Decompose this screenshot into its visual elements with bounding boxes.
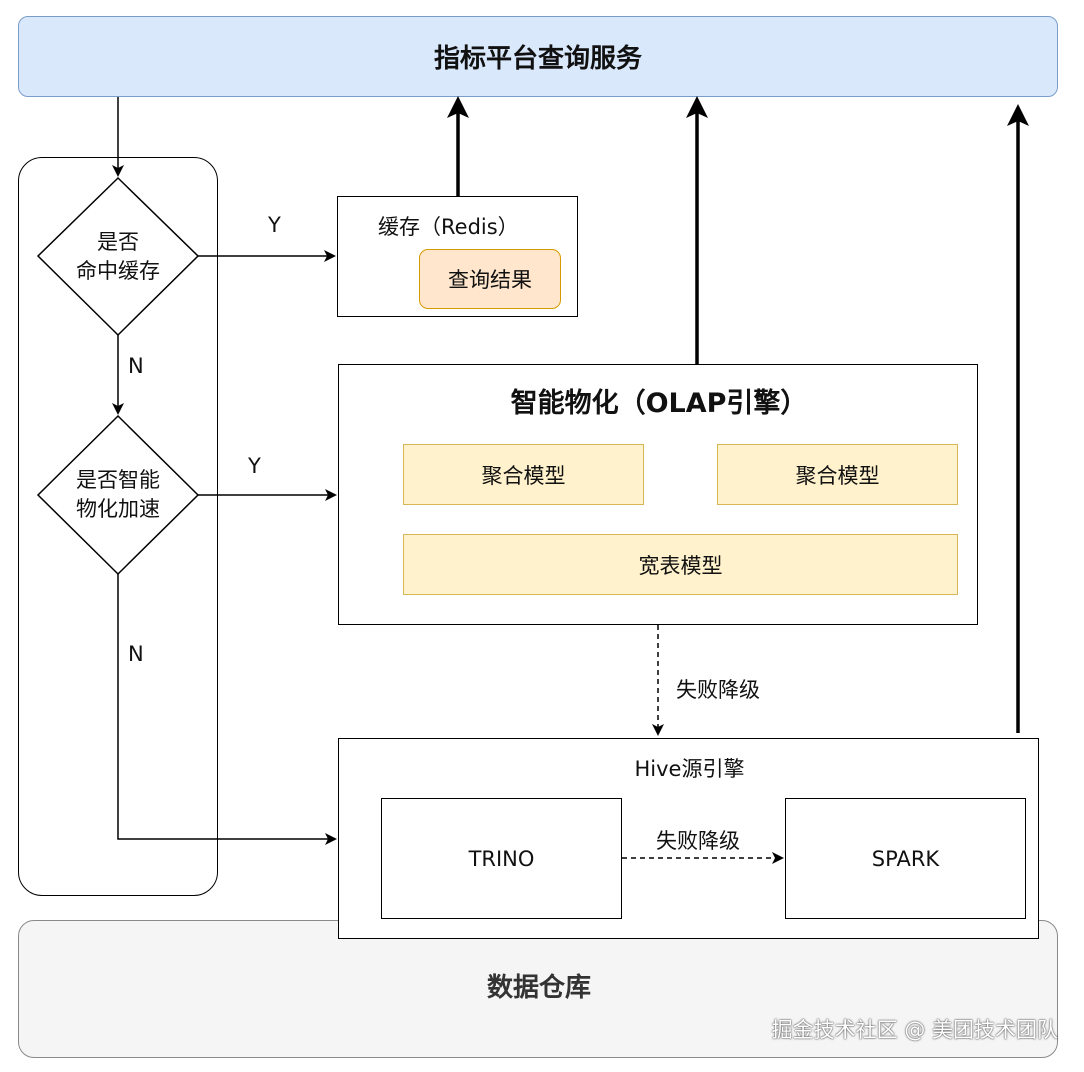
hive-title: Hive源引擎 bbox=[634, 757, 745, 781]
olap-fallback-label: 失败降级 bbox=[676, 678, 760, 702]
query-service-bar: 指标平台查询服务 bbox=[18, 16, 1058, 97]
spark-box: SPARK bbox=[785, 798, 1026, 919]
aggregate-model-box: 聚合模型 bbox=[403, 444, 644, 505]
olap-decision-line1: 是否智能 bbox=[76, 468, 160, 492]
cache-title: 缓存（Redis） bbox=[378, 215, 519, 239]
olap-yes-label: Y bbox=[248, 454, 261, 478]
olap-decision-text: 是否智能 物化加速 bbox=[58, 466, 178, 524]
aggregate-model-label: 聚合模型 bbox=[481, 463, 566, 488]
cache-result-label: 查询结果 bbox=[448, 268, 532, 292]
olap-no-label: N bbox=[128, 642, 144, 666]
aggregate-model-box: 聚合模型 bbox=[717, 444, 958, 505]
olap-title: 智能物化（OLAP引擎） bbox=[510, 388, 808, 419]
wide-table-model-label: 宽表模型 bbox=[638, 553, 723, 578]
data-warehouse: 数据仓库 bbox=[18, 920, 1058, 1058]
data-warehouse-label: 数据仓库 bbox=[486, 973, 591, 1003]
cache-decision-line2: 命中缓存 bbox=[76, 259, 160, 283]
trino-box: TRINO bbox=[381, 798, 622, 919]
trino-label: TRINO bbox=[468, 846, 535, 871]
spark-label: SPARK bbox=[871, 846, 940, 871]
olap-decision-line2: 物化加速 bbox=[76, 497, 160, 521]
cache-result-box: 查询结果 bbox=[419, 249, 561, 309]
cache-yes-label: Y bbox=[268, 213, 281, 237]
trino-fallback-label: 失败降级 bbox=[654, 825, 742, 855]
watermark: 掘金技术社区 @ 美团技术团队 bbox=[771, 1018, 1058, 1042]
cache-decision-text: 是否 命中缓存 bbox=[58, 228, 178, 286]
wide-table-model-box: 宽表模型 bbox=[403, 534, 958, 595]
aggregate-model-label: 聚合模型 bbox=[795, 463, 880, 488]
cache-decision-line1: 是否 bbox=[97, 230, 139, 254]
cache-no-label: N bbox=[128, 354, 144, 378]
olap-no-arrow bbox=[117, 574, 337, 845]
query-service-title: 指标平台查询服务 bbox=[433, 44, 642, 74]
